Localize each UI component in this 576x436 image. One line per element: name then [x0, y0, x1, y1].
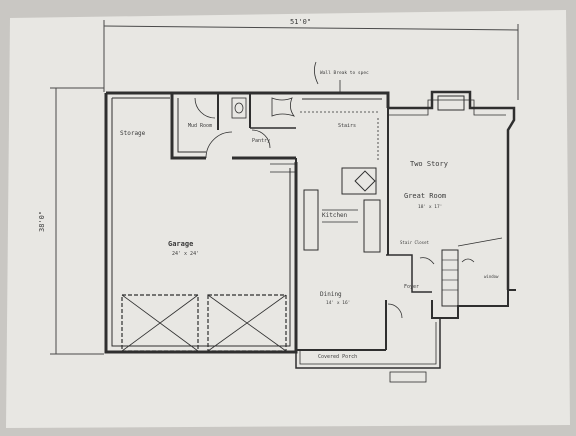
great-room-label: Great Room: [404, 192, 446, 200]
overall-width-label: 51'0": [290, 18, 311, 26]
mud-room-label: Mud Room: [188, 123, 212, 129]
great-room-walls: [295, 90, 516, 383]
kitchen-dining-walls: [270, 61, 403, 351]
dining-size-label: 14' x 16': [326, 300, 350, 306]
wall-break-note: Wall Break to spec: [320, 70, 369, 76]
pantry-label: Pantry: [252, 138, 270, 144]
fireplace: [437, 95, 465, 111]
dimension-lines: [50, 20, 519, 355]
dining-label: Dining: [320, 291, 342, 298]
two-story-label: Two Story: [410, 160, 448, 168]
great-room-size-label: 18' x 17': [418, 204, 442, 210]
staircase: [441, 249, 459, 307]
porch-step: [389, 371, 427, 383]
covered-porch-label: Covered Porch: [318, 354, 357, 360]
garage-door-right: [207, 294, 287, 352]
foyer-label: Foyer: [404, 284, 419, 290]
tub-fixture: [271, 97, 296, 117]
window-label: window: [484, 274, 499, 279]
paper-sheet: [6, 10, 570, 428]
kitchen-counter: [303, 189, 319, 251]
garage-walls: [104, 91, 298, 354]
storage-label: Storage: [120, 130, 146, 137]
garage-label: Garage: [168, 240, 193, 248]
closet-label: Stair Closet: [400, 240, 429, 245]
kitchen-label: Kitchen: [322, 212, 348, 219]
garage-size-label: 24' x 24': [172, 251, 199, 257]
kitchen-island: [363, 199, 381, 253]
stairs-label: Stairs: [338, 123, 356, 129]
mud-room-walls: [170, 93, 296, 160]
sink-fixture: [231, 97, 247, 119]
overall-depth-label: 38'0": [38, 211, 46, 232]
corner-unit: [341, 167, 377, 195]
garage-door-left: [121, 294, 199, 352]
